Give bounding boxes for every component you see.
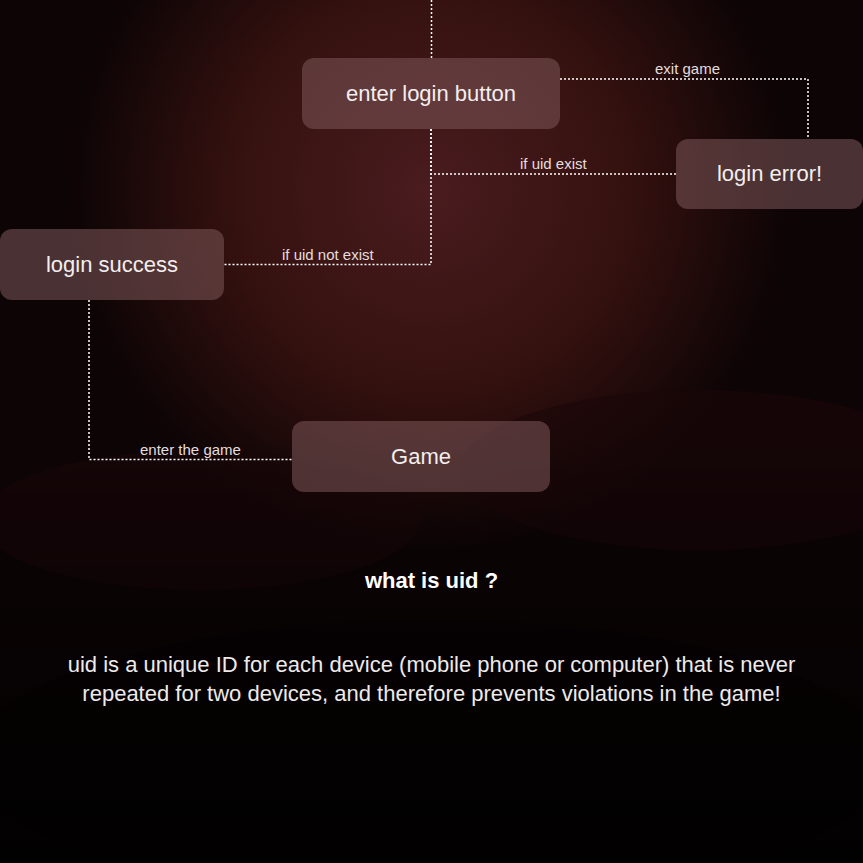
result-box: login success <box>0 229 224 300</box>
node-label: Game <box>391 444 451 470</box>
edge-label: enter the game <box>140 441 241 458</box>
edge-label: if uid exist <box>520 155 587 172</box>
node-label: login error! <box>717 161 822 187</box>
process-box: enter login button <box>302 58 560 129</box>
process-box: Game <box>292 421 550 492</box>
dashed-connector <box>224 129 431 265</box>
dashed-connector <box>560 79 808 139</box>
edge-label: exit game <box>655 60 720 77</box>
node-label: login success <box>46 252 178 278</box>
dashed-connector <box>431 129 676 174</box>
section-heading: what is uid ? <box>0 568 863 594</box>
error-box: login error! <box>676 139 863 209</box>
note-text: uid is a unique ID for each device (mobi… <box>66 650 797 708</box>
dashed-connector <box>89 300 292 460</box>
edge-label: if uid not exist <box>282 246 374 263</box>
node-label: enter login button <box>346 81 516 107</box>
